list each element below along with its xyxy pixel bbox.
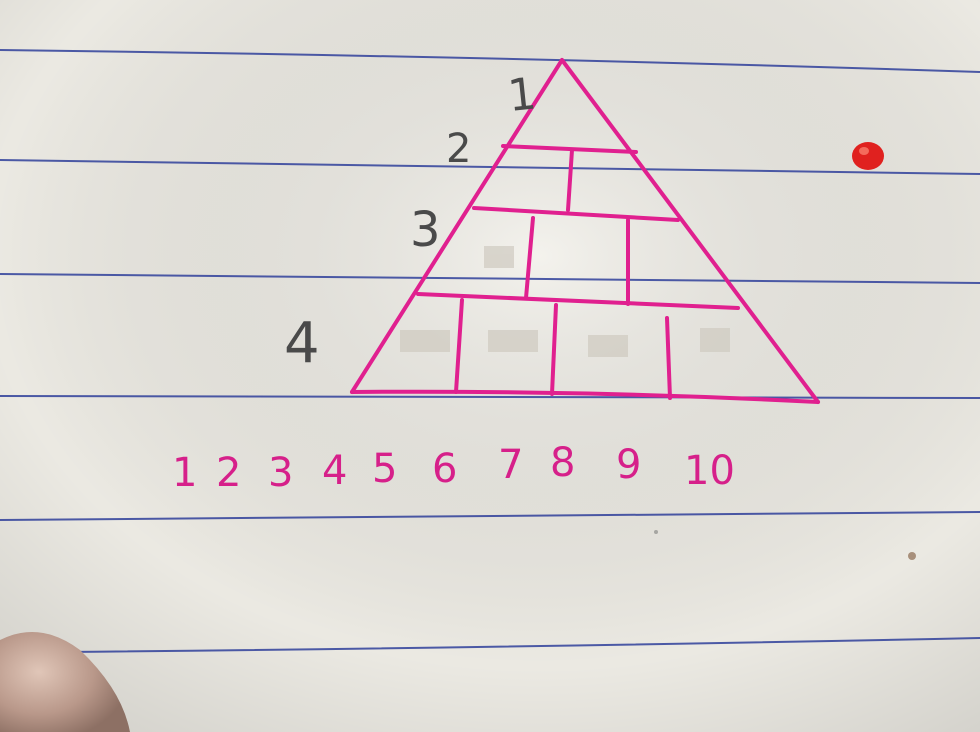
row-labels: 1 2 3 4 <box>284 68 539 376</box>
paper-smudge <box>908 552 916 560</box>
row-divider-3 <box>416 292 740 310</box>
bottom-number: 3 <box>268 450 293 496</box>
bottom-number: 7 <box>498 442 523 488</box>
bottom-number: 5 <box>372 446 397 492</box>
bottom-number: 1 <box>172 450 197 496</box>
pyramid-right-edge <box>560 58 820 404</box>
row-divider-1 <box>501 144 638 154</box>
row-divider-2 <box>472 206 680 222</box>
paper-smudge <box>654 530 658 534</box>
bottom-number: 8 <box>550 440 575 486</box>
pyramid-base <box>350 389 820 404</box>
ruled-line <box>0 273 980 284</box>
red-ink-dot-highlight <box>859 147 869 155</box>
faint-mark <box>588 335 628 357</box>
faint-mark <box>400 330 450 352</box>
brick-divider <box>524 216 535 300</box>
pyramid <box>350 58 820 404</box>
faint-mark <box>488 330 538 352</box>
bottom-number: 4 <box>322 448 347 494</box>
brick-divider <box>454 298 464 394</box>
brick-divider <box>550 303 558 396</box>
red-ink-dot <box>852 142 884 170</box>
pyramid-left-edge <box>350 58 564 394</box>
brick-divider <box>665 316 672 400</box>
brick-divider <box>566 148 574 212</box>
ruled-line <box>0 159 980 175</box>
finger <box>0 632 130 732</box>
ruled-lines <box>0 49 980 653</box>
ruled-line <box>0 395 980 399</box>
ruled-line <box>59 637 980 653</box>
ruled-line <box>0 511 980 521</box>
row-label-4: 4 <box>284 311 320 376</box>
bottom-number-row: 1 2 3 4 5 6 7 8 9 10 <box>172 440 735 496</box>
faint-mark <box>484 246 514 268</box>
row-label-1: 1 <box>505 68 538 122</box>
bottom-number: 2 <box>216 450 241 496</box>
row-label-3: 3 <box>410 202 441 258</box>
faint-mark <box>700 328 730 352</box>
faint-pencil-marks <box>400 246 730 357</box>
bottom-number: 6 <box>432 446 457 492</box>
bottom-number: 9 <box>616 442 641 488</box>
row-label-2: 2 <box>446 126 471 172</box>
ruled-line <box>0 49 980 73</box>
bottom-number: 10 <box>684 448 735 494</box>
